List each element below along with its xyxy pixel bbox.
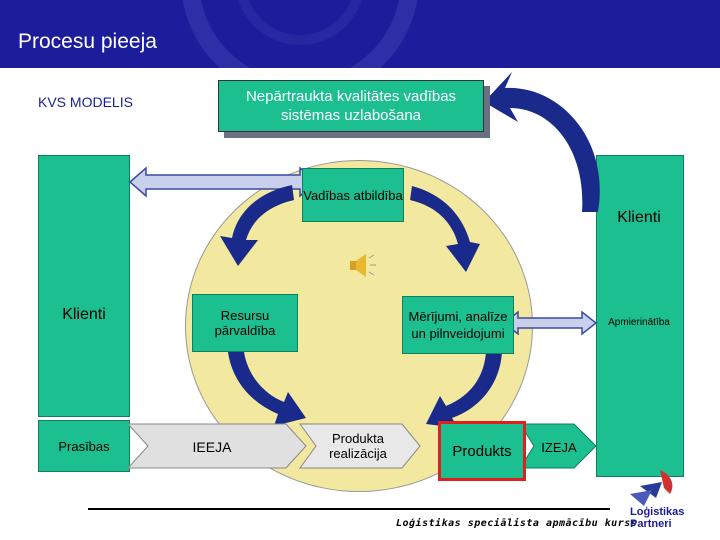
cycle-arrow-icon (228, 352, 306, 426)
logo-line-1: Loģistikas (630, 506, 685, 518)
footer-divider (88, 508, 610, 510)
left-customer-panel (38, 155, 130, 417)
logo-icon (630, 470, 673, 506)
realization-label: Produkta realizācija (329, 431, 387, 461)
input-label: IEEJA (192, 439, 232, 455)
improvement-box: Nepārtraukta kvalitātes vadības sistēmas… (218, 80, 484, 132)
logo-line-2: Partneri (630, 518, 672, 530)
title-bar: Procesu pieeja (0, 0, 720, 68)
measurement-box: Mērījumi, analīze un pilnveidojumi (402, 296, 514, 354)
footer-text: Loģistikas speciālista apmācību kurss (396, 518, 638, 529)
page-title: Procesu pieeja (18, 30, 157, 53)
cycle-arrow-icon (426, 352, 502, 428)
feedback-arrow-icon (484, 72, 600, 212)
left-customers-label: Klienti (62, 306, 106, 323)
double-arrow-icon (502, 310, 598, 336)
speaker-icon (350, 254, 376, 277)
output-arrow-shape (519, 423, 597, 469)
satisfaction-label: Apmierinātība (608, 316, 670, 328)
management-box: Vadības atbildība (302, 168, 404, 222)
input-arrow-shape (126, 423, 307, 469)
right-customer-panel (596, 155, 684, 477)
model-label: KVS MODELIS (38, 94, 133, 110)
header-decoration (182, 0, 418, 68)
cycle-arrow-icon (220, 185, 294, 266)
realization-arrow-shape (299, 423, 421, 469)
requirements-box: Prasības (38, 420, 130, 472)
product-box: Produkts (438, 421, 526, 481)
cycle-arrow-icon (410, 186, 480, 272)
resources-box: Resursu pārvaldība (192, 294, 298, 352)
logo-text: Loģistikas Partneri (630, 506, 714, 530)
output-label: IZEJA (541, 439, 577, 455)
right-customers-label: Klienti (617, 209, 661, 226)
